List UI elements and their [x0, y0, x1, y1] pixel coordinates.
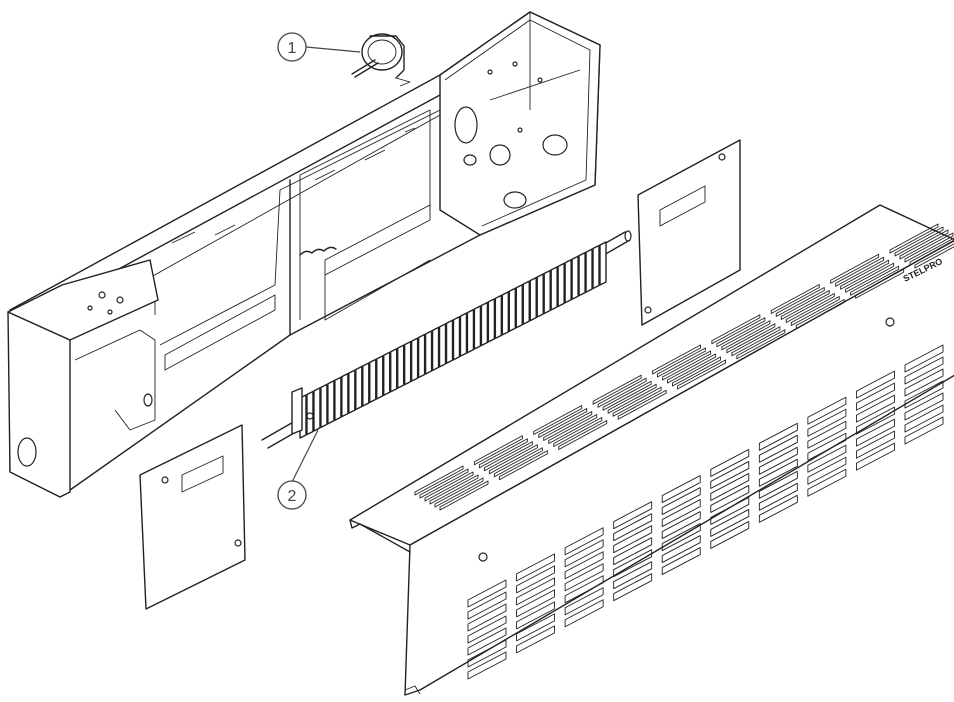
heating-fin	[438, 323, 447, 368]
front-louvre-grille	[467, 344, 944, 680]
heating-fin	[557, 262, 565, 308]
heating-fin	[564, 259, 572, 304]
heating-fin	[417, 333, 426, 379]
heating-fin	[320, 383, 328, 429]
heating-fin	[599, 241, 607, 286]
callout-2-number: 2	[288, 488, 297, 505]
top-louvre-group	[830, 253, 905, 299]
heating-fin	[452, 316, 461, 361]
front-louvre-column	[516, 553, 556, 654]
heating-fin	[341, 372, 349, 418]
back-housing	[7, 11, 601, 498]
callout-2: 2	[277, 429, 319, 510]
heating-fin	[466, 308, 475, 354]
top-louvre-group	[711, 314, 786, 360]
front-louvre-column	[710, 448, 750, 549]
heating-fin	[348, 369, 356, 414]
left-end-cover-plate	[139, 424, 246, 610]
heating-fin	[327, 380, 335, 425]
top-louvre-group	[652, 344, 726, 390]
heating-fin	[508, 287, 517, 332]
finned-heating-element	[261, 230, 632, 449]
top-louvre-group	[473, 435, 548, 481]
top-louvre-group	[533, 405, 608, 450]
heating-fin	[543, 269, 551, 315]
heating-fin	[515, 283, 523, 329]
heating-fin	[431, 326, 440, 372]
callout-1-number: 1	[288, 40, 297, 57]
front-louvre-column	[758, 422, 798, 523]
heating-fin	[592, 244, 600, 290]
top-louvre-grille	[414, 223, 954, 511]
heating-fin	[550, 266, 558, 311]
heating-fin	[585, 248, 593, 293]
heating-fin	[487, 298, 496, 343]
heating-fin	[578, 251, 586, 297]
heating-fin	[522, 280, 530, 325]
front-grille-cover: STELPRO	[349, 204, 954, 696]
heating-fin	[410, 337, 419, 382]
heating-fin	[396, 344, 405, 389]
top-louvre-group	[889, 223, 954, 269]
front-louvre-column	[564, 527, 604, 628]
heating-fin	[383, 351, 391, 397]
front-louvre-column	[807, 396, 847, 497]
front-louvre-column	[661, 475, 701, 576]
heating-fin	[376, 355, 384, 400]
heating-fin	[459, 312, 468, 357]
heating-fin	[403, 340, 412, 386]
heating-fin	[334, 376, 342, 421]
heating-fin	[445, 319, 454, 364]
front-louvre-column	[613, 501, 653, 602]
heating-fin	[362, 362, 370, 407]
front-louvre-column	[467, 579, 507, 680]
heating-fin	[355, 365, 363, 411]
heating-fin	[529, 276, 537, 322]
thermostat-part	[351, 33, 411, 87]
right-end-cover-plate	[637, 139, 741, 326]
heating-fin	[424, 330, 433, 375]
heating-fin	[313, 387, 321, 432]
heating-fin	[389, 348, 398, 393]
heating-fin	[571, 255, 579, 300]
heating-fin	[480, 301, 489, 347]
heating-fin	[501, 291, 510, 336]
heating-fin	[473, 305, 482, 350]
heating-fin	[536, 273, 544, 318]
front-louvre-column	[904, 344, 944, 445]
top-louvre-group	[414, 465, 489, 511]
heating-fin	[494, 294, 503, 340]
callout-1: 1	[277, 32, 361, 62]
front-louvre-column	[855, 370, 895, 471]
heating-fin	[369, 358, 377, 404]
top-louvre-group	[770, 284, 845, 329]
top-louvre-group	[592, 374, 667, 420]
